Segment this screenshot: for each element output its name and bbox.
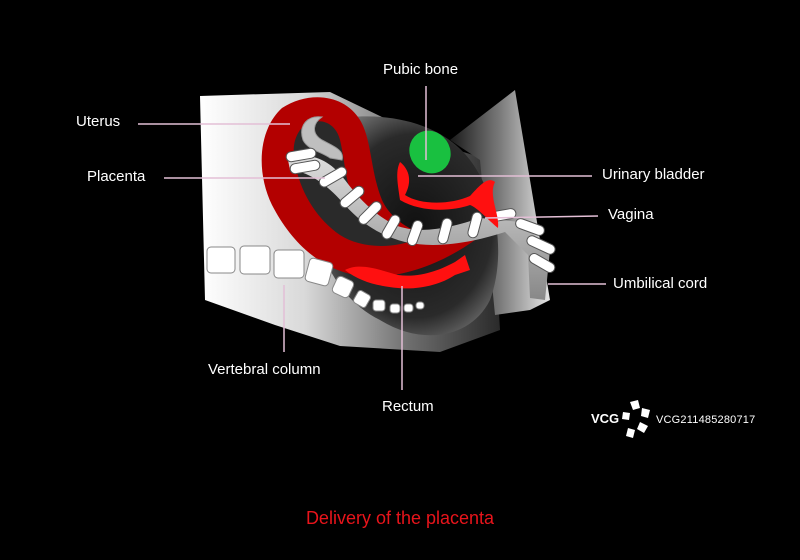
watermark-id: VCG211485280717 bbox=[656, 414, 756, 426]
label-placenta: Placenta bbox=[87, 168, 146, 185]
urinary-bladder bbox=[397, 162, 499, 228]
label-umbilical-cord: Umbilical cord bbox=[613, 275, 708, 292]
leader-lines bbox=[138, 86, 606, 390]
diagram-caption: Delivery of the placenta bbox=[305, 508, 495, 528]
vertebral-column bbox=[206, 245, 425, 314]
umbilical-cord-coils bbox=[285, 147, 556, 273]
rectum bbox=[345, 255, 470, 289]
vcg-logo: VCG bbox=[591, 400, 650, 438]
label-vertebral-column: Vertebral column bbox=[208, 361, 321, 378]
label-rectum: Rectum bbox=[382, 398, 434, 415]
body-section-right bbox=[450, 90, 550, 315]
label-urinary-bladder: Urinary bladder bbox=[602, 166, 705, 183]
pubic-bone bbox=[409, 130, 451, 174]
label-pubic-bone: Pubic bone bbox=[383, 61, 459, 78]
label-vagina: Vagina bbox=[608, 206, 654, 223]
placenta bbox=[301, 116, 343, 161]
vcg-logo-text: VCG bbox=[591, 411, 619, 426]
label-uterus: Uterus bbox=[76, 113, 121, 130]
